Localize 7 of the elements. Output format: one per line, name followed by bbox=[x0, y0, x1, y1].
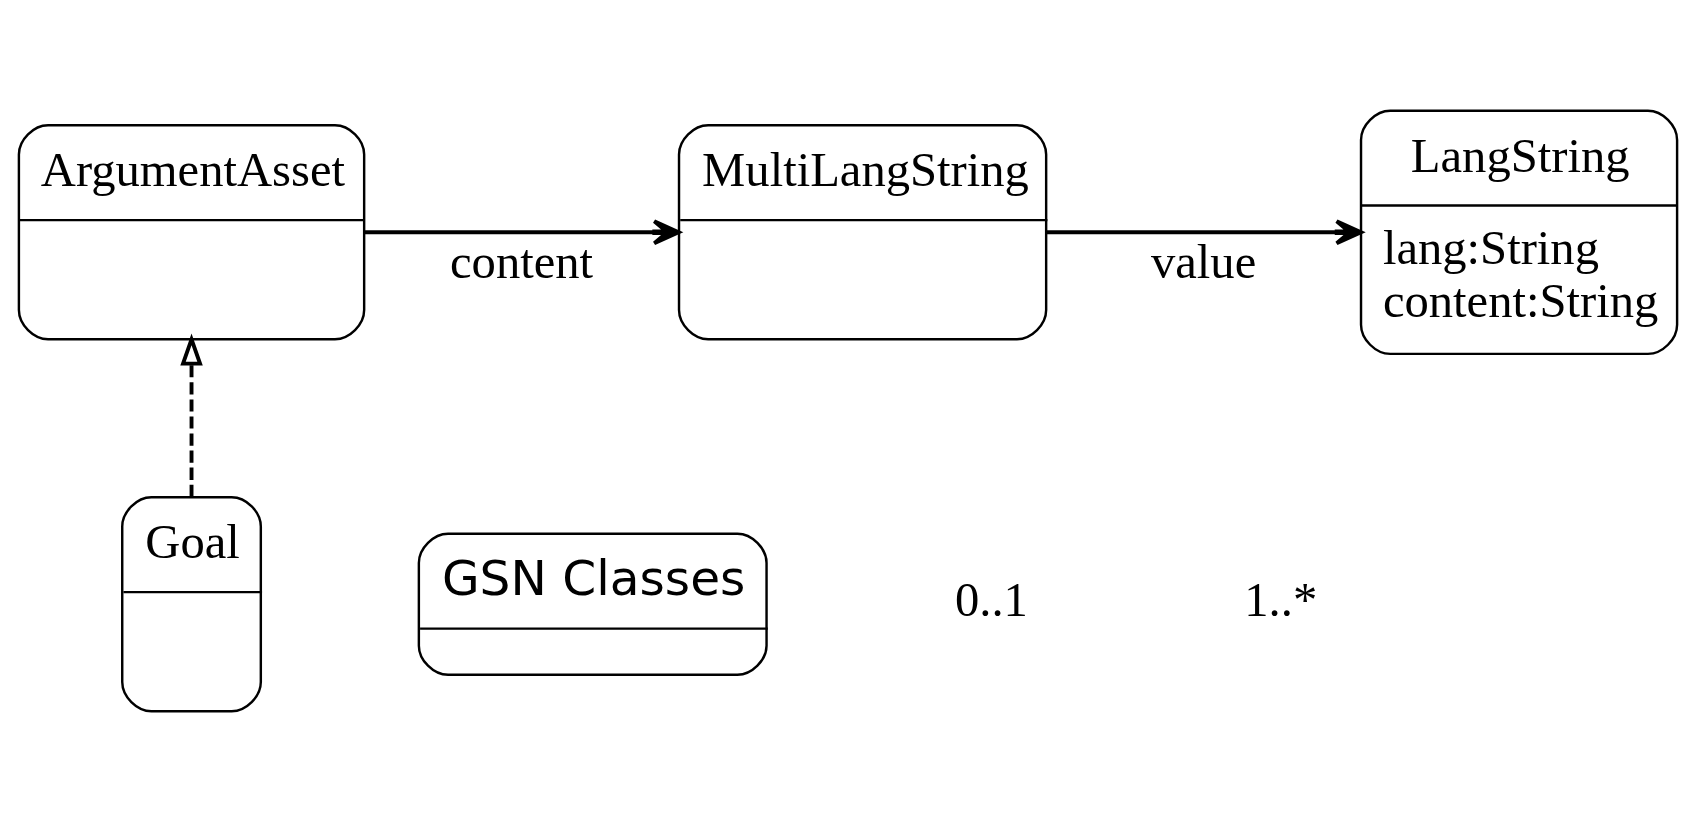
label: 0..1 bbox=[954, 572, 1028, 627]
edge-label: content bbox=[449, 234, 593, 289]
arrow bbox=[363, 218, 681, 245]
arrow bbox=[179, 332, 203, 497]
arrow bbox=[1045, 218, 1363, 245]
label: 1..* bbox=[1243, 572, 1317, 627]
edge-label: value bbox=[1150, 234, 1256, 289]
